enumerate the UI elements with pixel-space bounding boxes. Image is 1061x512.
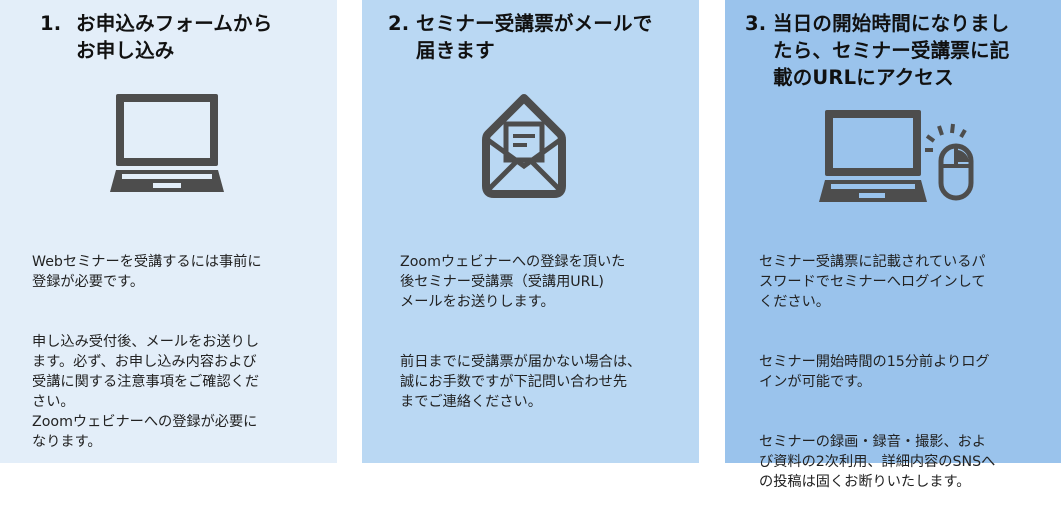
step-panel-2: 2. セミナー受講票がメールで 届きます Zoomウェビナーへの登録を頂いた 後… (362, 0, 699, 463)
step-paragraph: 申し込み受付後、メールをお送りし ます。必ず、お申し込み内容および 受講に関する… (32, 334, 260, 450)
step-title: 1. お申込みフォームから お申し込み (40, 10, 306, 64)
step-number: 2. (388, 12, 410, 35)
step-title-text: セミナー受講票がメールで 届きます (416, 12, 653, 62)
step-paragraph: セミナー受講票に記載されているパ スワードでセミナーへログインして ください。 (759, 254, 986, 310)
step-title: 3. 当日の開始時間になりまし たら、セミナー受講票に記 載のURLにアクセス (745, 10, 1061, 91)
step-paragraph: 前日までに受講票が届かない場合は、 誠にお手数ですが下記問い合わせ先 までご連絡… (400, 354, 642, 410)
step-description: Zoomウェビナーへの登録を頂いた 後セミナー受講票（受講用URL) メールをお… (400, 232, 680, 432)
step-paragraph: セミナーの録画・録音・撮影、およ び資料の2次利用、詳細内容のSNSへ の投稿は… (759, 434, 996, 490)
open-envelope-icon (482, 94, 566, 198)
step-panel-1: 1. お申込みフォームから お申し込み Webセミナーを受講するには事前に 登録… (0, 0, 337, 463)
step-paragraph: Zoomウェビナーへの登録を頂いた 後セミナー受講票（受講用URL) メールをお… (400, 254, 626, 310)
step-title: 2. セミナー受講票がメールで 届きます (388, 10, 686, 64)
step-paragraph: Webセミナーを受講するには事前に 登録が必要です。 (32, 254, 262, 290)
step-description: Webセミナーを受講するには事前に 登録が必要です。 申し込み受付後、メールをお… (32, 232, 312, 472)
step-description: セミナー受講票に記載されているパ スワードでセミナーへログインして ください。 … (759, 232, 1049, 512)
step-number: 1. (40, 12, 62, 35)
step-title-text: 当日の開始時間になりまし たら、セミナー受講票に記 載のURLにアクセス (773, 12, 1010, 89)
step-panel-3: 3. 当日の開始時間になりまし たら、セミナー受講票に記 載のURLにアクセス … (725, 0, 1061, 490)
step-paragraph: セミナー開始時間の15分前よりログ インが可能です。 (759, 354, 990, 390)
step-number: 3. (745, 12, 767, 35)
laptop-mouse-click-icon (819, 110, 974, 202)
step-title-text: お申込みフォームから お申し込み (76, 12, 273, 62)
laptop-icon (110, 94, 224, 192)
